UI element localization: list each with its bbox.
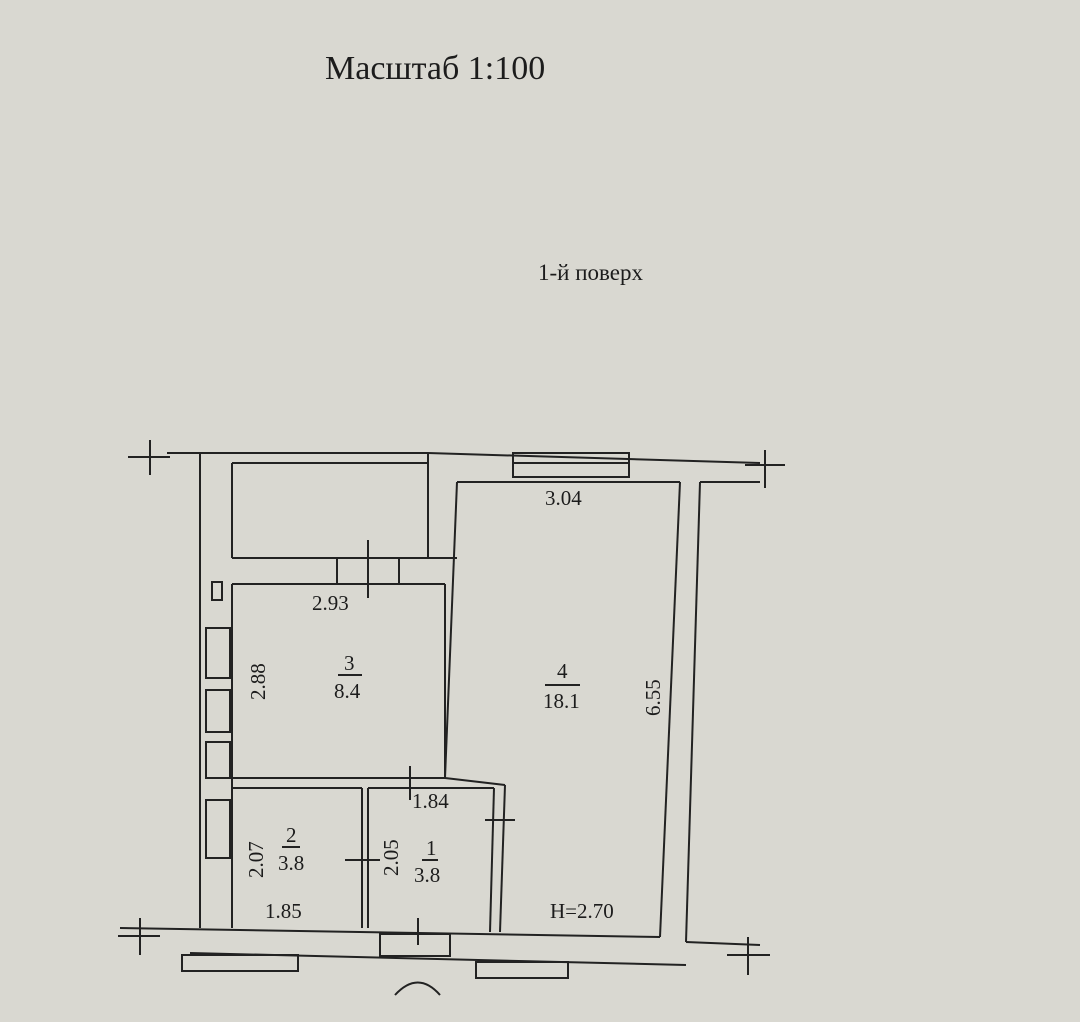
bottom-window-left — [181, 954, 299, 972]
left-window-2 — [205, 627, 231, 679]
entrance-door — [379, 933, 451, 957]
left-window-4 — [205, 741, 231, 779]
dim-room2-length: 2.07 — [244, 841, 268, 878]
room3-area: 8.4 — [334, 679, 361, 703]
room3-number: 3 — [344, 651, 355, 675]
scale-title: Масштаб 1:100 — [325, 50, 546, 87]
dim-room3-width: 2.93 — [312, 591, 349, 615]
room2-area: 3.8 — [278, 851, 304, 875]
dim-room1-width: 1.84 — [412, 789, 449, 813]
bottom-window-right — [475, 961, 569, 979]
left-window-1 — [211, 581, 223, 601]
left-window-3 — [205, 689, 231, 733]
dim-room1-length: 2.05 — [379, 839, 403, 876]
door-swing-arc — [394, 981, 441, 996]
room1-number: 1 — [426, 836, 437, 860]
floor-label: 1-й поверх — [538, 260, 643, 285]
dim-room2-width: 1.85 — [265, 899, 302, 923]
room4-area: 18.1 — [543, 689, 580, 713]
ceiling-height: H=2.70 — [550, 899, 614, 923]
room4-number: 4 — [557, 659, 568, 683]
room2-number: 2 — [286, 823, 297, 847]
dim-room4-width: 3.04 — [545, 486, 582, 510]
top-window — [512, 452, 630, 478]
dim-room4-length: 6.55 — [641, 679, 665, 716]
room1-area: 3.8 — [414, 863, 440, 887]
plan-walls — [118, 440, 785, 996]
left-window-5 — [205, 799, 231, 859]
dim-room3-length: 2.88 — [246, 663, 270, 700]
